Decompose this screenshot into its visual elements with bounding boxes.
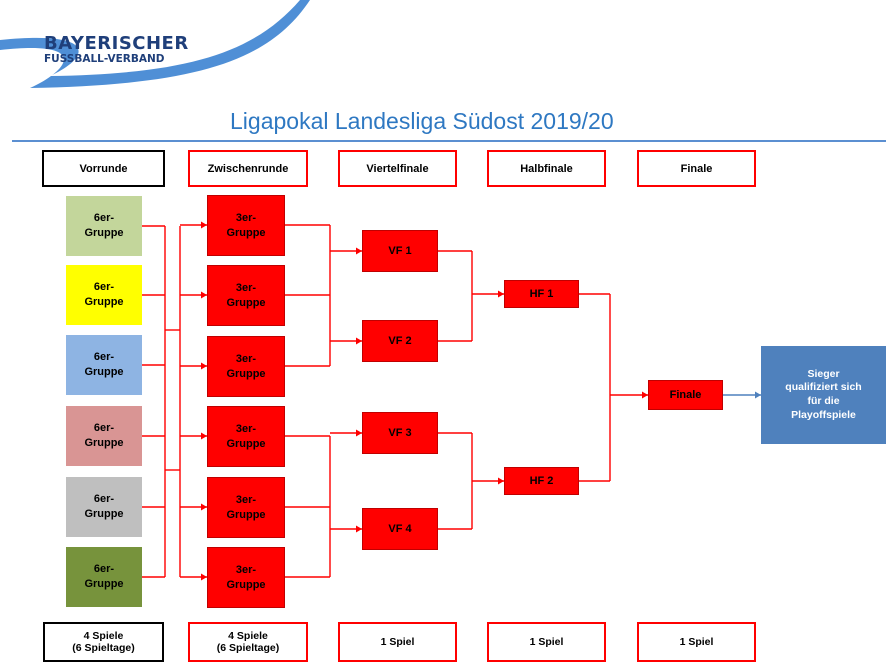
viertelfinale-1: VF 1: [362, 230, 438, 272]
footer-zwischenrunde: 4 Spiele (6 Spieltage): [188, 622, 308, 662]
connector-arrowhead: [201, 291, 207, 299]
header-viertelfinale: Viertelfinale: [338, 150, 457, 187]
bfv-logo-swoosh: [0, 0, 310, 88]
connector-arrowhead: [201, 432, 207, 440]
header-vorrunde: Vorrunde: [42, 150, 165, 187]
connector-arrowhead: [356, 337, 362, 345]
connector-arrowhead: [201, 221, 207, 229]
footer-viertelfinale: 1 Spiel: [338, 622, 457, 662]
zwischenrunde-group: 3er- Gruppe: [207, 406, 285, 467]
vorrunde-group: 6er- Gruppe: [66, 265, 142, 325]
viertelfinale-2: VF 2: [362, 320, 438, 362]
title-underline: [12, 140, 886, 142]
zwischenrunde-group: 3er- Gruppe: [207, 336, 285, 397]
viertelfinale-4: VF 4: [362, 508, 438, 550]
connector-arrowhead: [356, 429, 362, 437]
header-zwischenrunde: Zwischenrunde: [188, 150, 308, 187]
zwischenrunde-group: 3er- Gruppe: [207, 547, 285, 608]
logo-text-primary: BAYERISCHER: [44, 33, 189, 54]
header-halbfinale: Halbfinale: [487, 150, 606, 187]
connector-arrowhead: [356, 247, 362, 255]
viertelfinale-3: VF 3: [362, 412, 438, 454]
footer-vorrunde: 4 Spiele (6 Spieltage): [43, 622, 164, 662]
connector-arrowhead: [498, 290, 504, 298]
halbfinale-2: HF 2: [504, 467, 579, 495]
connector-arrowhead: [642, 391, 648, 399]
halbfinale-1: HF 1: [504, 280, 579, 308]
connector-arrowhead: [356, 525, 362, 533]
zwischenrunde-group: 3er- Gruppe: [207, 195, 285, 256]
connector-arrowhead: [498, 477, 504, 485]
vorrunde-group: 6er- Gruppe: [66, 547, 142, 607]
vorrunde-group: 6er- Gruppe: [66, 477, 142, 537]
zwischenrunde-group: 3er- Gruppe: [207, 265, 285, 326]
connector-arrowhead: [755, 391, 761, 399]
header-finale: Finale: [637, 150, 756, 187]
vorrunde-group: 6er- Gruppe: [66, 406, 142, 466]
connector-arrowhead: [201, 503, 207, 511]
vorrunde-group: 6er- Gruppe: [66, 196, 142, 256]
footer-finale: 1 Spiel: [637, 622, 756, 662]
page-title: Ligapokal Landesliga Südost 2019/20: [230, 108, 614, 134]
connector-arrowhead: [201, 362, 207, 370]
connector-arrowhead: [201, 573, 207, 581]
winner-box: Sieger qualifiziert sich für die Playoff…: [761, 346, 886, 444]
vorrunde-group: 6er- Gruppe: [66, 335, 142, 395]
finale-box: Finale: [648, 380, 723, 410]
zwischenrunde-group: 3er- Gruppe: [207, 477, 285, 538]
logo-text-secondary: FUSSBALL-VERBAND: [44, 53, 165, 65]
footer-halbfinale: 1 Spiel: [487, 622, 606, 662]
